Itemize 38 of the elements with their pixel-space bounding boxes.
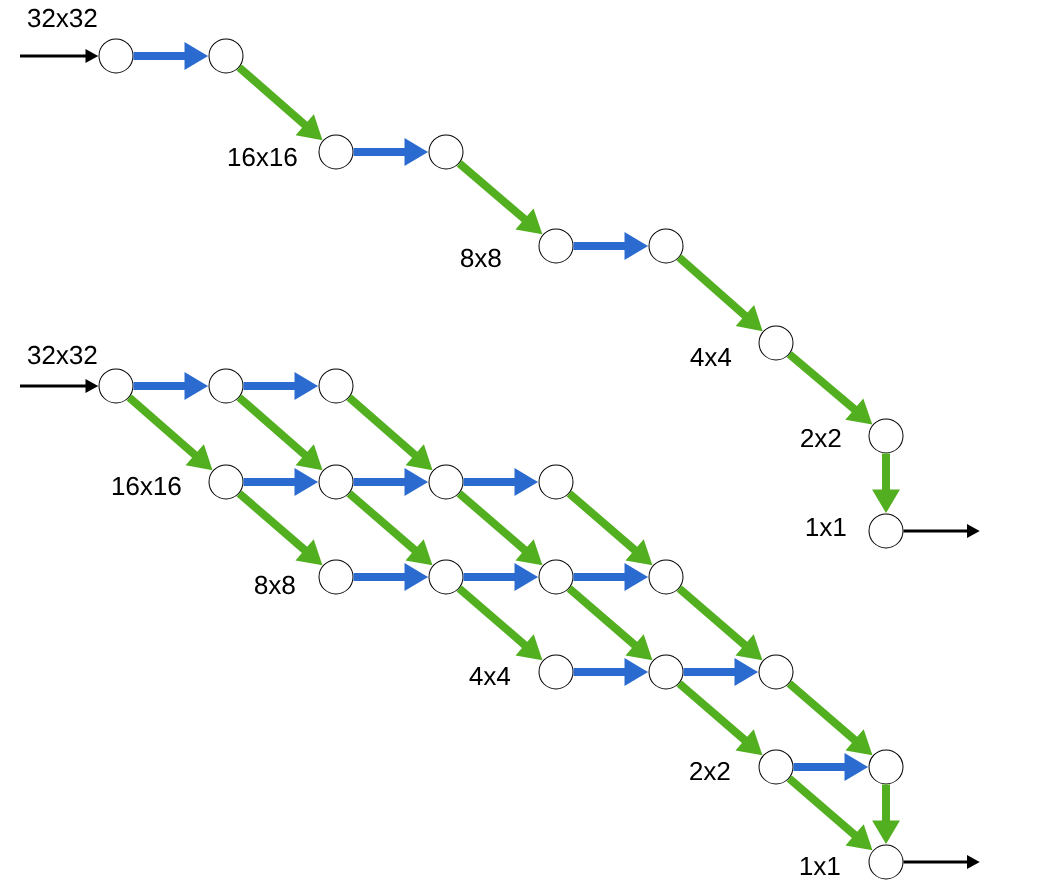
circle-node: [538, 464, 574, 500]
circle-node: [648, 559, 684, 595]
circle-node: [318, 134, 354, 170]
circle-node: [318, 559, 354, 595]
circle-node: [538, 654, 574, 690]
circle-node: [318, 368, 354, 404]
circle-node: [538, 559, 574, 595]
circle-node: [98, 368, 134, 404]
size-label: 1x1: [800, 857, 840, 875]
size-label: 2x2: [690, 761, 730, 781]
size-label: 8x8: [461, 248, 501, 268]
size-label: 2x2: [801, 428, 841, 448]
circle-node: [868, 749, 904, 785]
circle-node: [868, 513, 904, 549]
size-label: 1x1: [806, 518, 846, 536]
circle-node: [428, 559, 464, 595]
circle-node: [208, 38, 244, 74]
circle-node: [758, 654, 794, 690]
size-label: 32x32: [27, 8, 97, 28]
circle-node: [758, 325, 794, 361]
circle-node: [648, 228, 684, 264]
circle-node: [428, 464, 464, 500]
size-label: 16x16: [112, 476, 181, 496]
circle-node: [868, 844, 904, 880]
circle-node: [868, 418, 904, 454]
circle-node: [538, 228, 574, 264]
size-label: 4x4: [690, 348, 732, 366]
size-label: 4x4: [469, 667, 511, 685]
circle-node: [428, 134, 464, 170]
circle-node: [648, 654, 684, 690]
circle-node: [208, 368, 244, 404]
size-label: 32x32: [27, 345, 97, 365]
size-label: 16x16: [228, 147, 297, 167]
circle-node: [758, 749, 794, 785]
size-label: 8x8: [255, 575, 295, 595]
circle-node: [98, 38, 134, 74]
circle-node: [318, 464, 354, 500]
circle-node: [208, 464, 244, 500]
